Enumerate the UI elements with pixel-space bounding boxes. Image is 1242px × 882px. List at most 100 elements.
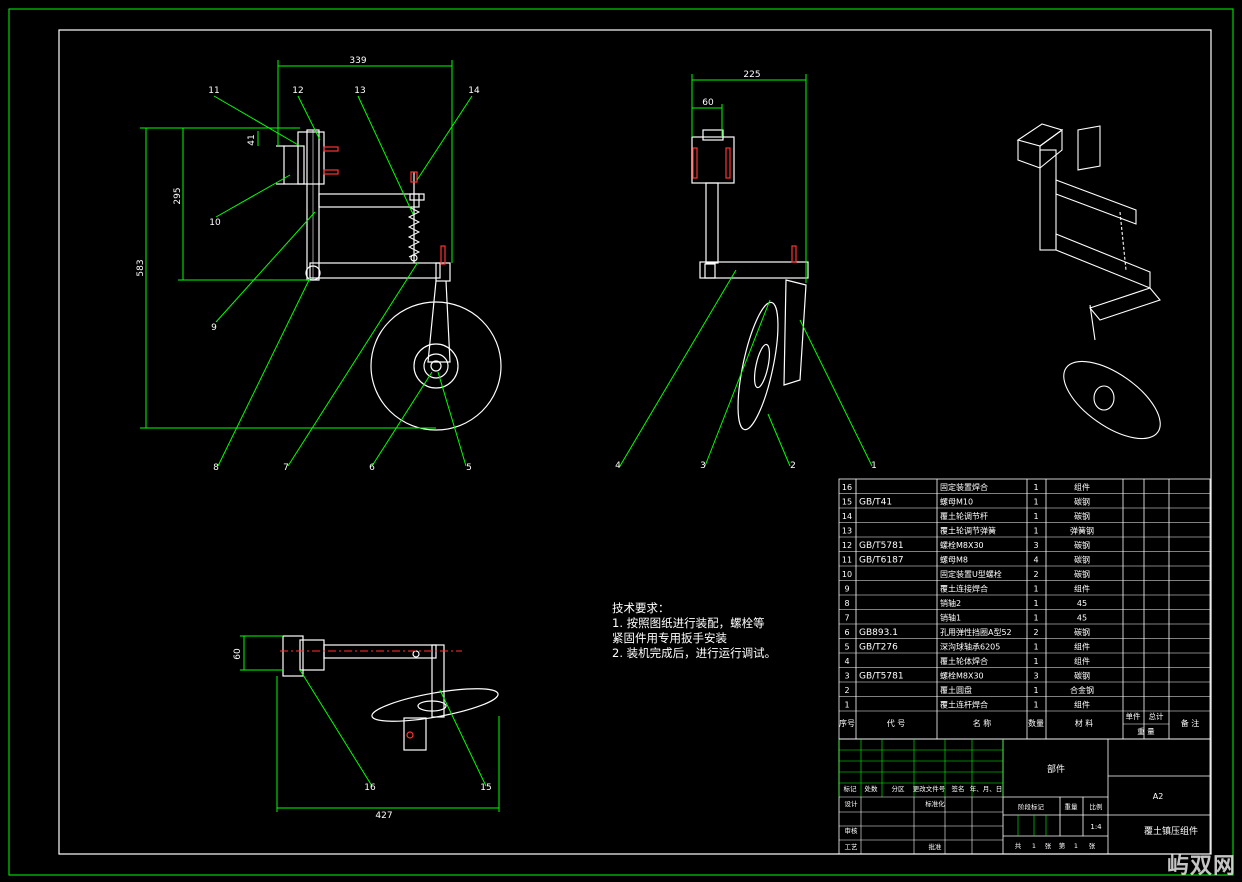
tb-scale: 1:4	[1090, 823, 1102, 831]
bom-cell-no: 15	[842, 498, 852, 507]
bom-cell-name: 覆土连接焊合	[940, 584, 988, 594]
bom-cell-code: GB/T5781	[859, 672, 904, 682]
bom-cell-name: 覆土轮体焊合	[940, 656, 988, 666]
bom-cell-material: 组件	[1074, 700, 1090, 710]
bom-cell-material: 碳钢	[1074, 671, 1090, 681]
balloon-12: 12	[292, 86, 303, 96]
bom-cell-material: 碳钢	[1074, 497, 1090, 507]
bom-cell-qty: 2	[1033, 628, 1038, 637]
bom-cell-material: 碳钢	[1074, 540, 1090, 550]
watermark: 屿双网	[1166, 854, 1236, 879]
balloon-15: 15	[480, 783, 491, 793]
dim-top-427: 427	[375, 811, 392, 821]
bom-cell-material: 碳钢	[1074, 569, 1090, 579]
bom-header-total: 总计	[1149, 711, 1165, 721]
balloon-16: 16	[364, 783, 376, 793]
top-view	[282, 635, 499, 751]
tb-process: 工艺	[845, 843, 859, 851]
tb-stage-mark: 阶段标记	[1018, 802, 1045, 811]
tb-assembly: 部件	[1047, 763, 1065, 775]
tb-sheets-label: 张	[1045, 841, 1052, 850]
tb-change-doc: 更改文件号	[913, 784, 946, 793]
top-leaders	[299, 669, 487, 787]
dim-side-60: 60	[702, 98, 714, 108]
bom-cell-name: 螺栓M8X30	[940, 540, 984, 550]
outer-frame	[8, 8, 1234, 876]
bom-cell-name: 螺栓M8X30	[940, 671, 984, 681]
tb-standard: 标准化	[925, 799, 945, 808]
bom-cell-no: 14	[842, 512, 852, 521]
balloon-8: 8	[213, 463, 219, 473]
bom-cell-material: 合金钢	[1070, 685, 1094, 695]
balloon-6: 6	[369, 463, 375, 473]
bom-cell-code: GB/T276	[859, 643, 898, 653]
bom-cell-no: 4	[844, 657, 849, 666]
bom-header-no: 序号	[839, 718, 855, 728]
bom-cell-code: GB893.1	[859, 628, 898, 638]
bom-cell-name: 螺母M8	[940, 555, 968, 565]
bom-cell-no: 10	[842, 570, 852, 579]
bom-cell-qty: 1	[1033, 498, 1038, 507]
bom-cell-qty: 1	[1033, 527, 1038, 536]
balloon-5: 5	[466, 463, 472, 473]
tech-line-3: 2. 装机完成后，进行运行调试。	[612, 646, 777, 660]
bom-cell-qty: 1	[1033, 483, 1038, 492]
bom-cell-name: 孔用弹性挡圈A型52	[940, 627, 1012, 637]
bom-header-material: 材 料	[1075, 718, 1094, 728]
tb-sheet-size: A2	[1153, 792, 1164, 801]
bom-cell-material: 碳钢	[1074, 627, 1090, 637]
tb-weight: 重量	[1065, 803, 1079, 811]
tech-line-2: 紧固件用专用扳手安装	[612, 631, 727, 645]
bom-cell-no: 8	[844, 599, 849, 608]
inner-frame	[58, 29, 1212, 855]
bom-cell-no: 13	[842, 527, 852, 536]
balloon-2: 2	[790, 461, 796, 471]
bom-cell-no: 1	[844, 701, 849, 710]
bom-cell-qty: 1	[1033, 585, 1038, 594]
bom-cell-name: 覆土轮调节弹簧	[940, 526, 996, 536]
balloon-7: 7	[283, 463, 289, 473]
tech-title: 技术要求：	[612, 601, 670, 615]
balloon-3: 3	[700, 461, 706, 471]
bom-cell-name: 固定装置焊合	[940, 482, 988, 492]
bom-cell-no: 9	[844, 585, 849, 594]
bom-header-code: 代 号	[887, 718, 906, 728]
bom-cell-no: 3	[844, 672, 849, 681]
bom-header-weight: 重 量	[1137, 727, 1155, 736]
bom-cell-no: 16	[842, 483, 852, 492]
bom-cell-code: GB/T6187	[859, 556, 904, 566]
bom-header-name: 名 称	[973, 718, 992, 728]
front-leaders	[213, 95, 473, 467]
tb-approve: 批准	[929, 842, 943, 851]
dim-front-339: 339	[349, 56, 366, 66]
title-block-grid	[838, 739, 1047, 854]
bom-cell-material: 组件	[1074, 656, 1090, 666]
balloon-4: 4	[615, 461, 621, 471]
bom-cell-no: 7	[844, 614, 849, 623]
tb-scale-label: 比例	[1090, 802, 1103, 811]
bom-cell-name: 螺母M10	[940, 497, 973, 507]
tb-count: 处数	[865, 784, 879, 793]
bom-cell-code: GB/T5781	[859, 541, 904, 551]
tb-sheet-label: 第	[1059, 841, 1066, 850]
bom-cell-name: 销轴1	[940, 613, 961, 623]
dim-front-41: 41	[247, 134, 257, 145]
top-dimensions	[240, 635, 500, 812]
bom-cell-qty: 2	[1033, 570, 1038, 579]
bom-cell-qty: 1	[1033, 686, 1038, 695]
tb-review: 审核	[845, 826, 859, 835]
tb-date: 年、月、日	[970, 784, 1003, 793]
bom-cell-material: 弹簧钢	[1070, 526, 1094, 536]
front-dimensions	[140, 60, 453, 429]
bom-cell-material: 组件	[1074, 482, 1090, 492]
bom-cell-material: 45	[1077, 599, 1087, 608]
bom-cell-name: 覆土连杆焊合	[940, 700, 988, 710]
bom-cell-material: 碳钢	[1074, 555, 1090, 565]
bom-cell-qty: 1	[1033, 614, 1038, 623]
dim-front-295: 295	[173, 187, 183, 204]
balloon-11: 11	[208, 86, 219, 96]
bom-cell-qty: 1	[1033, 643, 1038, 652]
bom-cell-name: 深沟球轴承6205	[940, 642, 1000, 652]
tb-mark: 标记	[844, 784, 858, 793]
bom-cell-no: 5	[844, 643, 849, 652]
